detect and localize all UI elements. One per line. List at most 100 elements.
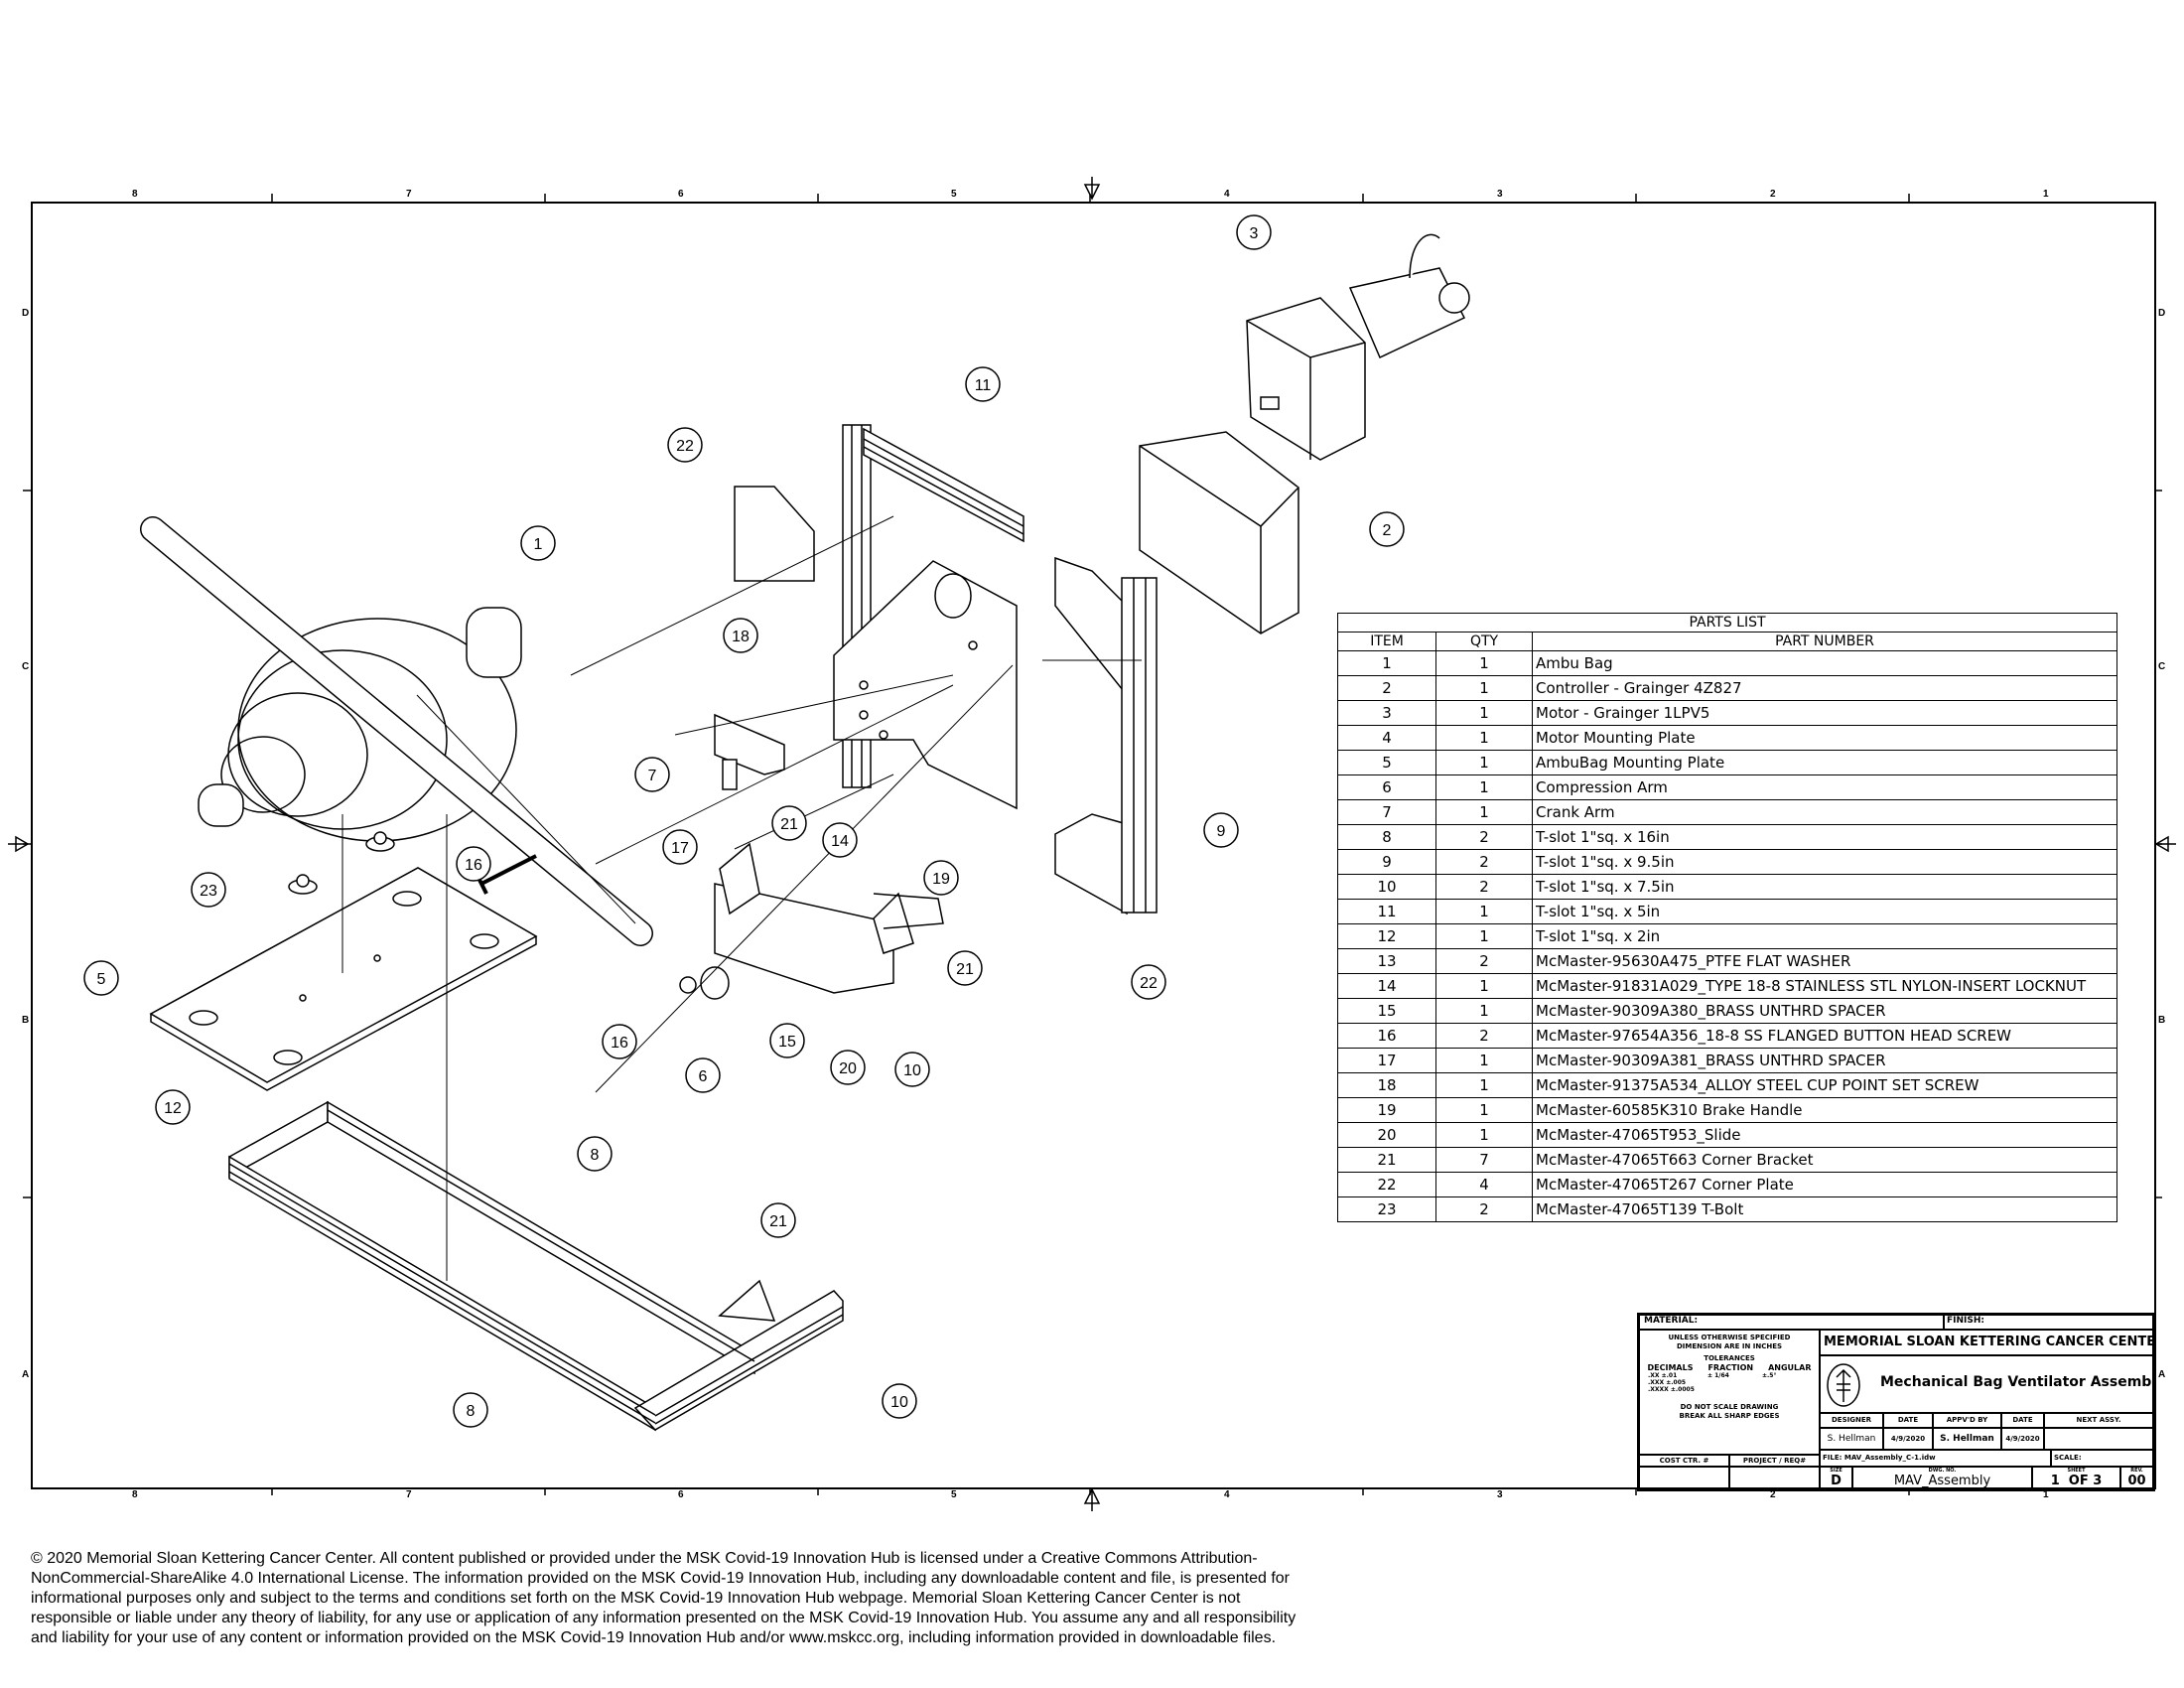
- controller-part: [1139, 431, 1299, 634]
- cell-qty: 1: [1435, 923, 1533, 949]
- item-balloon: 17: [662, 829, 698, 865]
- balloon-number: 15: [778, 1034, 796, 1051]
- approved-label: APPV'D BY: [1933, 1413, 2001, 1428]
- cell-item: 13: [1337, 948, 1436, 974]
- next-assy-value: [2044, 1428, 2153, 1450]
- cell-part-number: McMaster-47065T953_Slide: [1532, 1122, 2117, 1148]
- cell-part-number: McMaster-47065T267 Corner Plate: [1532, 1172, 2117, 1197]
- balloon-circle: [155, 1089, 191, 1125]
- cell-qty: 1: [1435, 650, 1533, 676]
- dwg-no-cell: DWG. NO.MAV_Assembly: [1852, 1467, 2032, 1489]
- cell-item: 19: [1337, 1097, 1436, 1123]
- cell-qty: 2: [1435, 824, 1533, 850]
- sheet-label: SHEET: [2067, 1468, 2086, 1474]
- balloon-circle: [191, 872, 226, 908]
- zone-col-label: 5: [951, 189, 957, 200]
- drawing-border: [31, 202, 2156, 1489]
- balloon-number: 20: [839, 1060, 857, 1077]
- cell-part-number: McMaster-60585K310 Brake Handle: [1532, 1097, 2117, 1123]
- balloon-number: 8: [591, 1147, 600, 1164]
- item-balloon: 22: [1131, 964, 1166, 1000]
- designer-label: DESIGNER: [1820, 1413, 1883, 1428]
- cell-qty: 2: [1435, 1196, 1533, 1222]
- cell-item: 6: [1337, 774, 1436, 800]
- footer-line: and liability for your use of any conten…: [31, 1629, 1277, 1646]
- tolerances-label: TOLERANCES: [1704, 1354, 1755, 1362]
- zone-row-label: B: [22, 1015, 30, 1026]
- item-balloon: 8: [453, 1392, 488, 1428]
- assembly-center-lines: [341, 515, 1142, 1281]
- balloon-circle: [769, 1023, 805, 1058]
- centering-arrow-left: [8, 835, 30, 853]
- corner-bracket-part: [719, 842, 760, 915]
- balloon-circle: [760, 1202, 796, 1238]
- tol-decimal: .XXXX ±.0005: [1648, 1386, 1695, 1393]
- note-text: DIMENSION ARE IN INCHES: [1676, 1342, 1783, 1350]
- cell-item: 20: [1337, 1122, 1436, 1148]
- cell-item: 2: [1337, 675, 1436, 701]
- item-balloon: 12: [155, 1089, 191, 1125]
- cell-part-number: Crank Arm: [1532, 799, 2117, 825]
- date2-value: 4/9/2020: [2001, 1428, 2044, 1450]
- balloon-number: 22: [676, 438, 694, 455]
- note-text: DO NOT SCALE DRAWING: [1680, 1403, 1779, 1411]
- rev-label: REV.: [2130, 1468, 2143, 1474]
- cell-part-number: McMaster-91375A534_ALLOY STEEL CUP POINT…: [1532, 1072, 2117, 1098]
- cell-qty: 1: [1435, 774, 1533, 800]
- zone-row-label: A: [2158, 1369, 2166, 1380]
- cell-qty: 1: [1435, 973, 1533, 999]
- zone-col-label: 4: [1224, 1489, 1230, 1500]
- cell-part-number: McMaster-90309A381_BRASS UNTHRD SPACER: [1532, 1048, 2117, 1073]
- cell-qty: 4: [1435, 1172, 1533, 1197]
- balloon-number: 5: [97, 971, 106, 988]
- zone-col-label: 1: [2043, 189, 2049, 200]
- balloon-number: 11: [975, 377, 992, 394]
- item-balloon: 19: [923, 860, 959, 896]
- tol-header: DECIMALS: [1647, 1363, 1694, 1372]
- cell-qty: 1: [1435, 1072, 1533, 1098]
- date-label: DATE: [1883, 1413, 1933, 1428]
- balloon-number: 19: [932, 871, 950, 888]
- item-balloon: 16: [602, 1024, 637, 1059]
- cell-part-number: McMaster-90309A380_BRASS UNTHRD SPACER: [1532, 998, 2117, 1024]
- corner-plate-part: [734, 486, 815, 582]
- size-label: SIZE: [1830, 1468, 1843, 1474]
- balloon-circle: [1369, 511, 1405, 547]
- balloon-circle: [685, 1057, 721, 1093]
- note-text: BREAK ALL SHARP EDGES: [1679, 1412, 1780, 1420]
- balloon-circle: [1131, 964, 1166, 1000]
- tol-decimal: .XXX ±.005: [1648, 1379, 1687, 1386]
- cell-item: 11: [1337, 899, 1436, 924]
- balloon-number: 10: [890, 1394, 908, 1411]
- tol-header: FRACTION: [1707, 1363, 1754, 1372]
- item-balloon: 9: [1203, 812, 1239, 848]
- finish-label: FINISH:: [1944, 1315, 2153, 1330]
- cell-part-number: McMaster-47065T139 T-Bolt: [1532, 1196, 2117, 1222]
- cell-item: 8: [1337, 824, 1436, 850]
- cell-item: 18: [1337, 1072, 1436, 1098]
- tol-angular: ±.5°: [1762, 1372, 1777, 1379]
- footer-line: © 2020 Memorial Sloan Kettering Cancer C…: [31, 1550, 1258, 1567]
- ambubag-mounting-plate-part: [149, 867, 538, 1091]
- cell-qty: 1: [1435, 1122, 1533, 1148]
- balloon-number: 8: [467, 1403, 476, 1420]
- zone-row-label: D: [2158, 308, 2166, 319]
- zone-row-label: C: [2158, 661, 2166, 672]
- zone-col-label: 6: [678, 1489, 684, 1500]
- balloon-number: 3: [1250, 225, 1259, 242]
- zone-col-label: 5: [951, 1489, 957, 1500]
